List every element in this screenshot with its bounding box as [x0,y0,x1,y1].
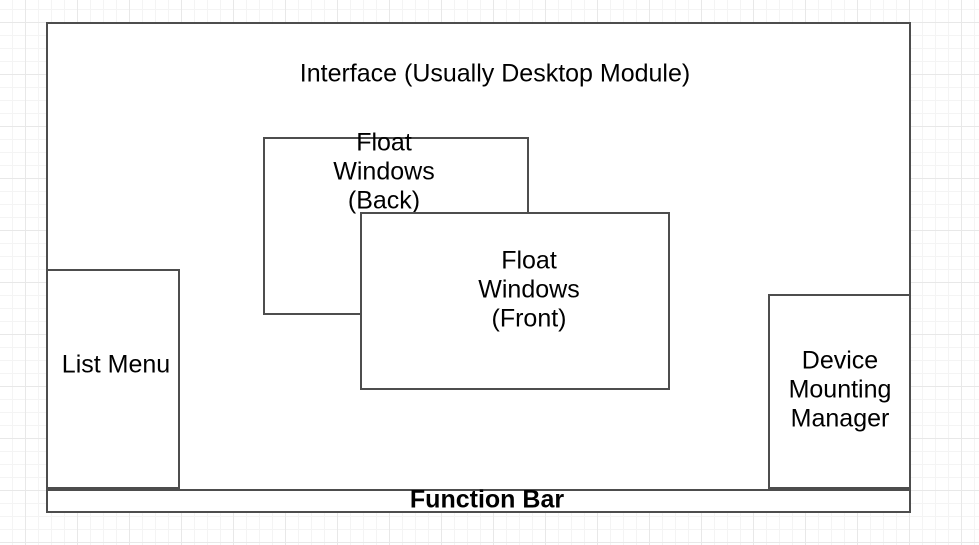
interface-label: Interface (Usually Desktop Module) [299,59,691,88]
list-menu-box[interactable]: List Menu [46,269,180,489]
function-bar[interactable]: Function Bar [46,485,911,514]
list-menu-label: List Menu [61,350,171,379]
float-windows-front-label: Float Windows (Front) [478,246,580,333]
device-mounting-manager-box[interactable]: Device Mounting Manager [768,294,911,489]
device-mounting-manager-label: Device Mounting Manager [788,346,892,433]
interface-box[interactable]: Interface (Usually Desktop Module) Float… [46,22,911,514]
float-windows-front-box[interactable]: Float Windows (Front) [360,212,670,390]
function-bar-label: Function Bar [409,485,565,514]
float-windows-back-label: Float Windows (Back) [333,128,435,215]
